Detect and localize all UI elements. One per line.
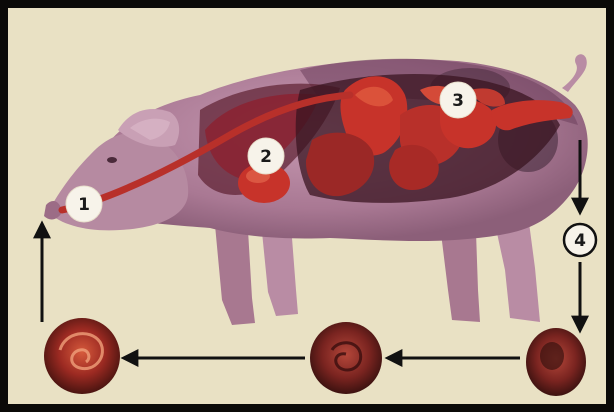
marker-4-label: 4 <box>574 231 586 251</box>
marker-1: 1 <box>66 186 102 222</box>
egg-stage-3 <box>526 328 586 396</box>
marker-1-label: 1 <box>78 195 90 215</box>
egg-stage-2 <box>310 322 382 394</box>
marker-4: 4 <box>564 224 596 256</box>
egg-stage-1 <box>44 318 120 394</box>
marker-3: 3 <box>440 82 476 118</box>
marker-2-label: 2 <box>260 147 272 167</box>
marker-2: 2 <box>248 138 284 174</box>
pig-eye <box>107 157 117 163</box>
marker-3-label: 3 <box>452 91 464 111</box>
